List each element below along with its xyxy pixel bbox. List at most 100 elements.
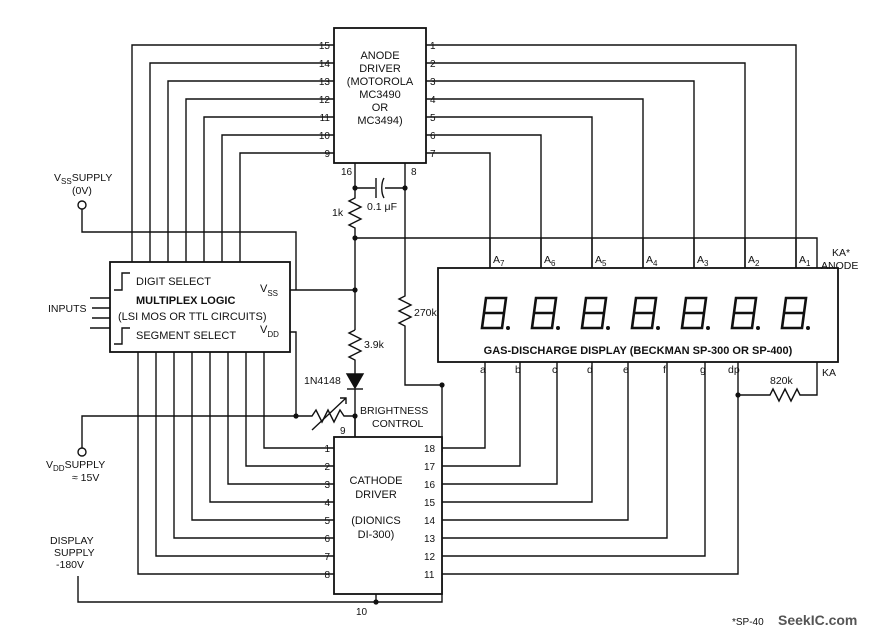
anode-driver-label-5: OR [372,102,389,114]
display-supply-line3: -180V [56,559,84,571]
cathode-pin-3: 3 [324,480,330,491]
anode-label-a6: A6 [544,254,556,268]
resistor-270k [397,188,442,386]
vdd-supply-value: ≈ 15V [72,472,99,484]
anode-pin-6: 6 [430,131,436,142]
cathode-pin-9: 9 [340,426,346,437]
anode-pin-5: 5 [430,113,436,124]
ka-anode-label-1: KA* [832,247,850,259]
anode-driver: ANODE DRIVER (MOTOROLA MC3490 OR MC3494)… [319,27,436,178]
anode-pin-7: 7 [430,149,436,160]
vss-supply-value: (0V) [72,185,92,197]
anode-right-wires [426,44,797,268]
segment-label-dp: dp [728,364,740,376]
anode-driver-label-6: MC3494) [357,115,402,127]
gas-discharge-display: GAS-DISCHARGE DISPLAY (BECKMAN SP-300 OR… [437,267,839,363]
cathode-pin-1: 1 [324,444,330,455]
anode-pin-14: 14 [319,59,331,70]
display-decimal-point [506,326,510,330]
anode-pin-15: 15 [319,41,331,52]
cathode-driver: CATHODE DRIVER (DIONICS DI-300) 1 2 3 4 … [324,426,443,618]
display-title: GAS-DISCHARGE DISPLAY (BECKMAN SP-300 OR… [484,345,793,357]
supply-network [290,163,445,452]
segment-select-label: SEGMENT SELECT [136,330,236,342]
anode-left-wires [131,44,334,262]
footnote: *SP-40 [732,617,764,628]
cathode-driver-label-2: DRIVER [355,489,397,501]
display-decimal-point [806,326,810,330]
cathode-left-wires [137,352,356,575]
vdd-supply: VDDSUPPLY ≈ 15V [46,331,297,484]
multiplex-title: MULTIPLEX LOGIC [136,295,235,307]
vdd-supply-label: VDDSUPPLY [46,459,105,473]
display-digit [730,296,758,330]
display-digit [680,296,708,330]
vdd-pin-label: VDD [260,324,279,339]
cathode-pin-18: 18 [424,444,436,455]
anode-driver-label-4: MC3490 [359,89,401,101]
display-digit [780,296,808,330]
display-digit [480,296,508,330]
cathode-pin-17: 17 [424,462,436,473]
cathode-pin-11: 11 [424,570,435,581]
anode-pin-9: 9 [324,149,330,160]
brightness-label-1: BRIGHTNESS [360,405,428,417]
segment-label-g: g [700,364,706,376]
segment-label-c: c [552,364,557,376]
cathode-driver-label-3: (DIONICS [351,515,401,527]
cathode-pin-10: 10 [356,607,368,618]
anode-driver-label-1: ANODE [360,50,399,62]
display-supply-line1: DISPLAY [50,535,94,547]
anode-labels: A7 A6 A5 A4 A3 A2 A1 KA* ANODE [493,247,858,272]
multiplex-logic: DIGIT SELECT MULTIPLEX LOGIC (LSI MOS OR… [109,261,291,353]
cathode-pin-14: 14 [424,516,436,527]
cathode-driver-label-1: CATHODE [350,475,403,487]
display-digit [630,296,658,330]
cathode-pin-5: 5 [324,516,330,527]
anode-label-a3: A3 [697,254,709,268]
cathode-pin-6: 6 [324,534,330,545]
vss-supply: VSSSUPPLY (0V) [54,172,297,290]
anode-pin-11: 11 [320,113,331,124]
inputs-label: INPUTS [48,303,87,315]
multiplex-subtitle: (LSI MOS OR TTL CIRCUITS) [118,311,267,323]
diode-label: 1N4148 [304,375,341,387]
brightness-pot [296,408,355,424]
anode-pin-4: 4 [430,95,436,106]
anode-label-a1: A1 [799,254,811,268]
ka-anode-label-2: ANODE [821,260,858,272]
resistor-3.9k [347,329,363,374]
component-labels: 0.1 μF 1k 270k 3.9k 1N4148 820k BRIGHTNE… [304,201,794,430]
cathode-pin-8: 8 [324,570,330,581]
anode-pin-12: 12 [319,95,331,106]
segment-label-a: a [480,364,486,376]
resistor-1k-label: 1k [332,207,344,219]
anode-label-a4: A4 [646,254,658,268]
anode-pin-1: 1 [430,41,436,52]
resistor-3.9k-label: 3.9k [364,339,385,351]
resistor-820k-label: 820k [770,375,794,387]
display-digits [480,296,810,330]
cathode-pin-13: 13 [424,534,436,545]
display-decimal-point [556,326,560,330]
display-decimal-point [606,326,610,330]
watermark: SeekIC.com [778,612,857,628]
inputs: INPUTS [48,297,110,329]
vss-pin-label: VSS [260,283,278,298]
segment-label-b: b [515,364,521,376]
anode-label-a7: A7 [493,254,505,268]
display-digit [580,296,608,330]
anode-pin-8: 8 [411,167,417,178]
capacitor-label: 0.1 μF [367,201,397,213]
cathode-pin-15: 15 [424,498,436,509]
vss-supply-label: VSSSUPPLY [54,172,112,186]
segment-label-d: d [587,364,593,376]
segment-label-f: f [663,364,666,376]
anode-pin-3: 3 [430,77,436,88]
cathode-pin-16: 16 [424,480,436,491]
segment-label-e: e [623,364,629,376]
anode-label-a5: A5 [595,254,607,268]
anode-pin-2: 2 [430,59,436,70]
anode-driver-label-3: (MOTOROLA [347,76,414,88]
cathode-driver-label-4: DI-300) [358,529,395,541]
